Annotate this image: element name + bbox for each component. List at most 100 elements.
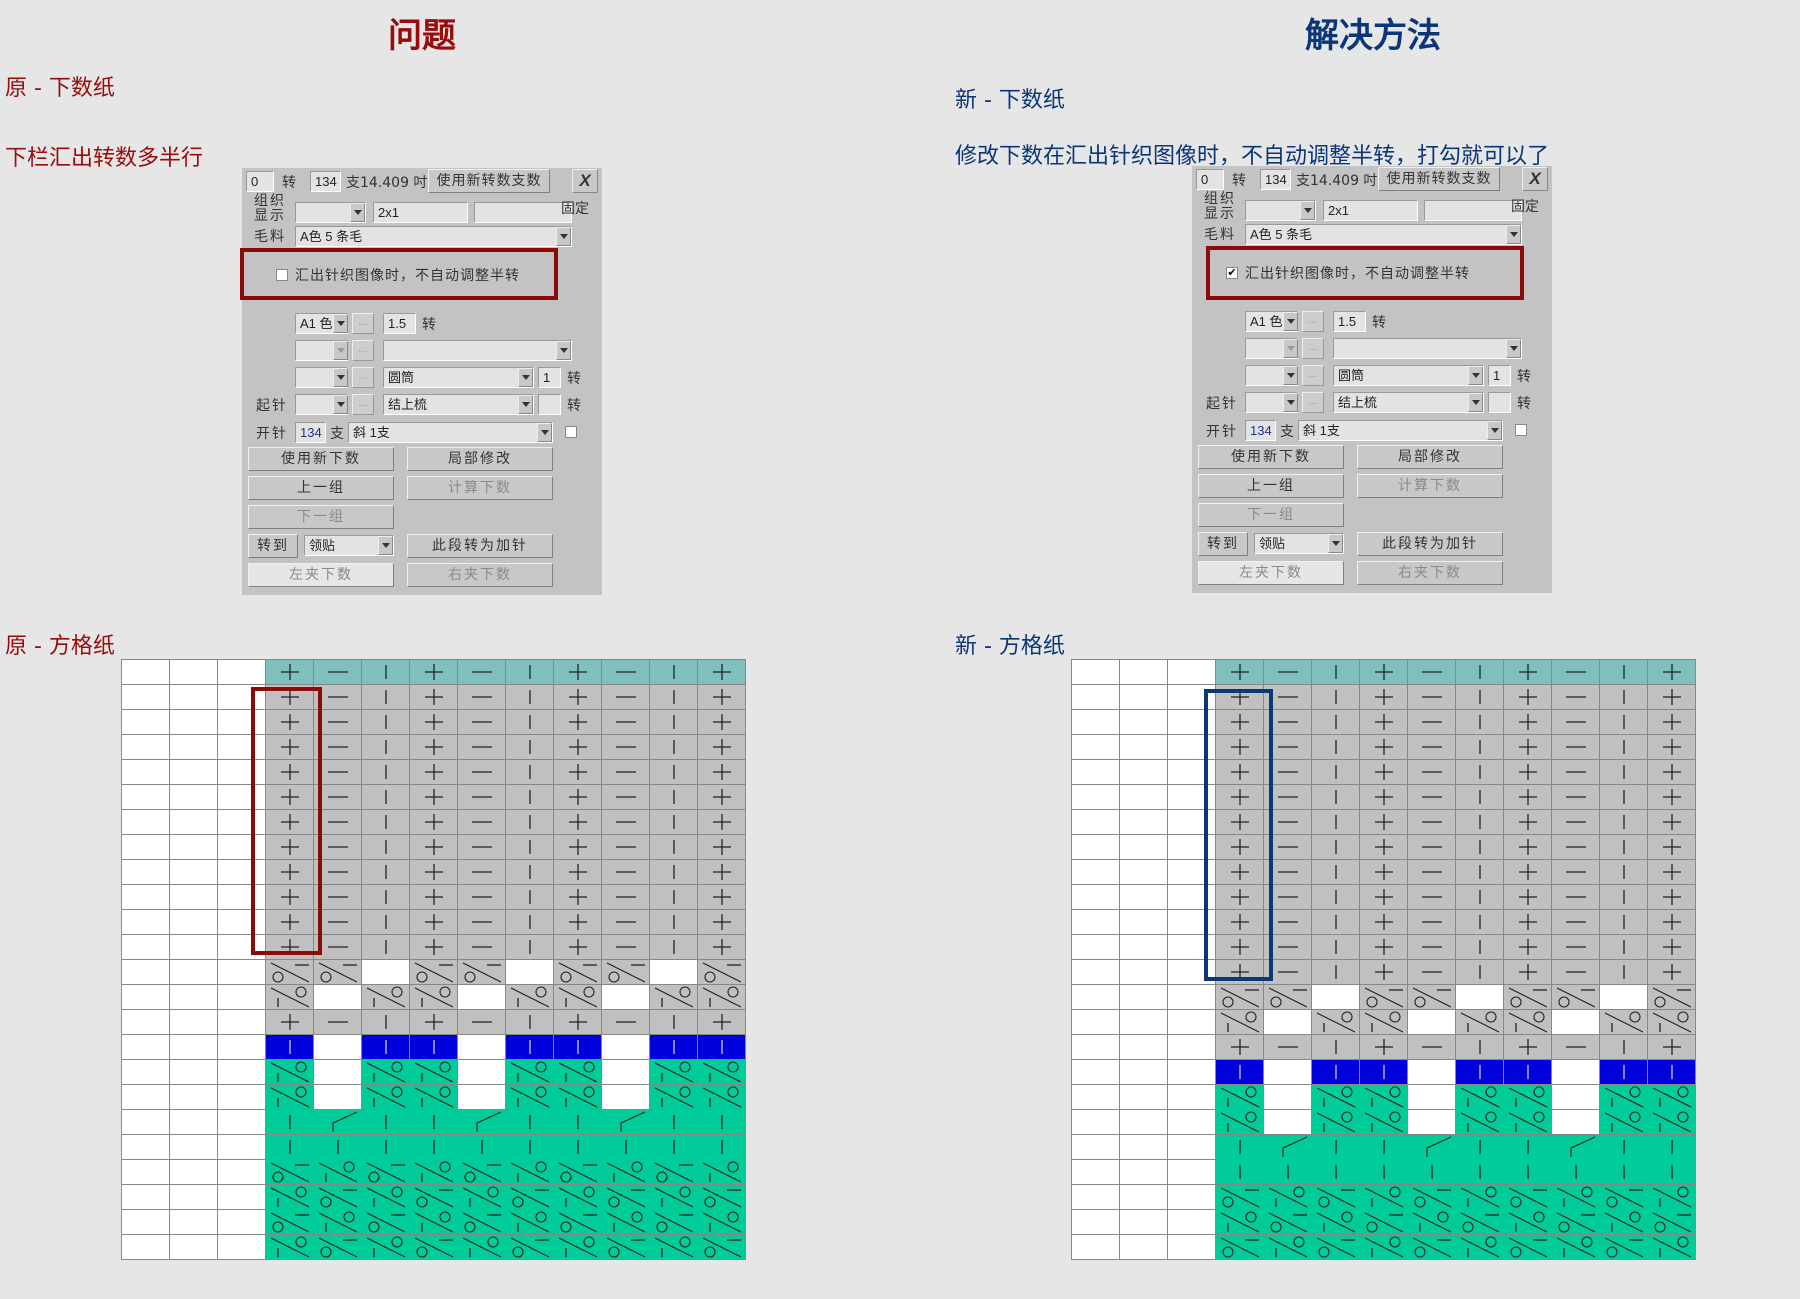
empty-cell[interactable] xyxy=(1072,685,1119,709)
empty-cell[interactable] xyxy=(122,1035,169,1059)
stitch-cell[interactable] xyxy=(698,1010,745,1034)
stitch-cell[interactable] xyxy=(1504,1110,1551,1134)
empty-cell[interactable] xyxy=(1120,910,1167,934)
stitch-cell[interactable] xyxy=(266,1160,313,1184)
stitch-cell[interactable] xyxy=(1456,935,1503,959)
stitch-cell[interactable] xyxy=(1408,960,1455,984)
chevron-down-icon[interactable] xyxy=(1328,534,1343,553)
empty-cell[interactable] xyxy=(218,810,265,834)
empty-cell[interactable] xyxy=(1264,1010,1311,1034)
empty-cell[interactable] xyxy=(170,785,217,809)
stitch-cell[interactable] xyxy=(1648,760,1695,784)
calc-count-button[interactable]: 计算下数 xyxy=(407,476,553,500)
stitch-cell[interactable] xyxy=(506,935,553,959)
stitch-cell[interactable] xyxy=(1360,1110,1407,1134)
stitch-cell[interactable] xyxy=(1360,985,1407,1009)
stitch-cell[interactable] xyxy=(458,810,505,834)
stitch-cell[interactable] xyxy=(698,1060,745,1084)
open-needle-input[interactable]: 134 xyxy=(1245,420,1276,441)
stitch-cell[interactable] xyxy=(458,1210,505,1234)
chevron-down-icon[interactable] xyxy=(333,341,348,360)
stitch-cell[interactable] xyxy=(458,1135,505,1159)
close-button[interactable]: X xyxy=(1522,167,1548,191)
stitch-cell[interactable] xyxy=(554,660,601,684)
stitch-cell[interactable] xyxy=(1408,735,1455,759)
stitch-cell[interactable] xyxy=(1408,660,1455,684)
empty-cell[interactable] xyxy=(1072,1110,1119,1134)
stitch-cell[interactable] xyxy=(650,935,697,959)
stitch-cell[interactable] xyxy=(1360,810,1407,834)
empty-cell[interactable] xyxy=(1120,1235,1167,1259)
right-clip-count-button[interactable]: 右夹下数 xyxy=(407,563,553,587)
stitch-cell[interactable] xyxy=(602,935,649,959)
stitch-cell[interactable] xyxy=(1552,835,1599,859)
chevron-down-icon[interactable] xyxy=(1506,225,1521,244)
stitch-cell[interactable] xyxy=(1648,1135,1695,1159)
empty-cell[interactable] xyxy=(170,760,217,784)
stitch-cell[interactable] xyxy=(362,1085,409,1109)
stitch-cell[interactable] xyxy=(1456,1110,1503,1134)
empty-cell[interactable] xyxy=(122,860,169,884)
stitch-cell[interactable] xyxy=(1408,1235,1455,1259)
empty-cell[interactable] xyxy=(1120,1160,1167,1184)
stitch-cell[interactable] xyxy=(1360,835,1407,859)
empty-cell[interactable] xyxy=(170,1085,217,1109)
stitch-cell[interactable] xyxy=(698,910,745,934)
empty-cell[interactable] xyxy=(1168,1035,1215,1059)
stitch-cell[interactable] xyxy=(362,1010,409,1034)
stitch-cell[interactable] xyxy=(650,1185,697,1209)
empty-cell[interactable] xyxy=(1072,735,1119,759)
stitch-cell[interactable] xyxy=(314,1210,361,1234)
empty-cell[interactable] xyxy=(458,985,505,1009)
cast-on-turns-input[interactable] xyxy=(1488,392,1511,413)
stitch-cell[interactable] xyxy=(554,1210,601,1234)
stitch-cell[interactable] xyxy=(1216,885,1263,909)
stitch-cell[interactable] xyxy=(602,1135,649,1159)
stitch-cell[interactable] xyxy=(1216,1010,1263,1034)
stitch-cell[interactable] xyxy=(650,1060,697,1084)
stitch-cell[interactable] xyxy=(458,760,505,784)
empty-cell[interactable] xyxy=(122,935,169,959)
stitch-cell[interactable] xyxy=(1600,710,1647,734)
stitch-cell[interactable] xyxy=(1504,1060,1551,1084)
stitch-cell[interactable] xyxy=(1456,1185,1503,1209)
stitch-cell[interactable] xyxy=(1648,1010,1695,1034)
empty-cell[interactable] xyxy=(1072,1185,1119,1209)
empty-cell[interactable] xyxy=(218,1210,265,1234)
stitch-cell[interactable] xyxy=(1408,835,1455,859)
empty-cell[interactable] xyxy=(1264,1085,1311,1109)
empty-cell[interactable] xyxy=(170,985,217,1009)
stitch-cell[interactable] xyxy=(506,1185,553,1209)
stitch-cell[interactable] xyxy=(1360,685,1407,709)
empty-cell[interactable] xyxy=(218,1135,265,1159)
tube-select[interactable]: 圆筒 xyxy=(383,367,534,388)
stitch-cell[interactable] xyxy=(506,1135,553,1159)
more-button[interactable]: ... xyxy=(352,394,374,415)
stitch-cell[interactable] xyxy=(266,1060,313,1084)
stitch-cell[interactable] xyxy=(698,1210,745,1234)
empty-cell[interactable] xyxy=(170,1210,217,1234)
stitch-cell[interactable] xyxy=(602,960,649,984)
stitch-cell[interactable] xyxy=(1312,710,1359,734)
stitch-cell[interactable] xyxy=(1504,760,1551,784)
stitch-cell[interactable] xyxy=(1648,1210,1695,1234)
stitch-cell[interactable] xyxy=(1504,835,1551,859)
stitch-cell[interactable] xyxy=(266,1085,313,1109)
empty-cell[interactable] xyxy=(1120,1010,1167,1034)
stitch-cell[interactable] xyxy=(1408,885,1455,909)
stitch-cell[interactable] xyxy=(506,860,553,884)
empty-cell[interactable] xyxy=(602,985,649,1009)
stitch-cell[interactable] xyxy=(554,1035,601,1059)
stitch-cell[interactable] xyxy=(1312,1185,1359,1209)
stitch-cell[interactable] xyxy=(1552,960,1599,984)
stitch-cell[interactable] xyxy=(554,735,601,759)
stitch-cell[interactable] xyxy=(1552,735,1599,759)
stitch-cell[interactable] xyxy=(698,685,745,709)
more-button[interactable]: ... xyxy=(1302,392,1324,413)
stitch-cell[interactable] xyxy=(458,660,505,684)
empty-cell[interactable] xyxy=(1120,960,1167,984)
stitch-cell[interactable] xyxy=(458,1110,505,1134)
stitch-cell[interactable] xyxy=(410,860,457,884)
left-clip-count-button[interactable]: 左夹下数 xyxy=(248,563,394,587)
stitch-cell[interactable] xyxy=(458,710,505,734)
